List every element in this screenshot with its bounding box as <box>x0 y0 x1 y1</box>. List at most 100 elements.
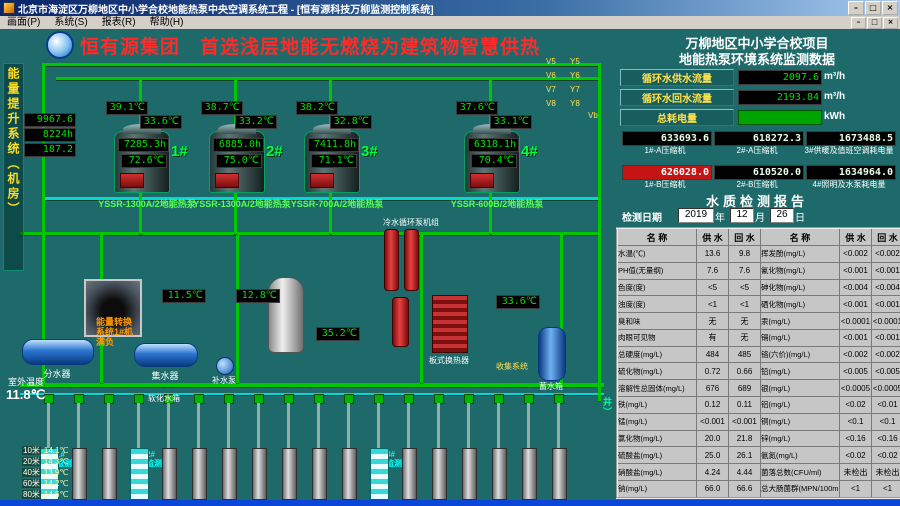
pump-body[interactable]: 6318.1h 70.4℃ <box>464 124 520 193</box>
menu-system[interactable]: 系统(S) <box>54 17 88 28</box>
table-cell: <0.004 <box>839 278 872 297</box>
pump-runtime-display: 6885.0h <box>213 138 264 152</box>
pipe <box>329 189 332 234</box>
well-casing <box>282 448 297 500</box>
well-casing <box>402 448 417 500</box>
left-meter-display: 187.2 <box>24 143 76 157</box>
pipe <box>20 383 604 387</box>
test-date-year[interactable]: 2019 <box>678 208 714 223</box>
table-cell: <0.01 <box>871 396 900 414</box>
table-cell: 总大肠菌群(MPN/100ml) <box>760 479 840 499</box>
table-cell: 钠(mg/L) <box>616 479 697 499</box>
pipe-tag: Y8 <box>570 99 580 108</box>
table-cell: 硫化物(mg/L) <box>616 362 697 381</box>
mdi-restore-button[interactable]: □ <box>867 16 882 29</box>
pump-body[interactable]: 6885.0h 75.0℃ <box>209 124 265 193</box>
test-date-month[interactable]: 12 <box>730 208 754 223</box>
table-cell: 0.11 <box>728 396 761 414</box>
table-cell: 0.66 <box>728 362 761 381</box>
well-label: 2#监测井 <box>146 450 170 468</box>
left-meter-display: 9967.6 <box>24 113 76 127</box>
minimize-button[interactable]: – <box>848 1 864 15</box>
pipe <box>42 63 600 66</box>
well <box>490 394 510 500</box>
pipe <box>420 235 423 383</box>
counter-label: 1#-B压缩机 <box>644 180 686 189</box>
well-casing <box>252 448 267 500</box>
counter-label: 2#-A压缩机 <box>736 146 778 155</box>
table-header-cell: 供 水 <box>839 227 872 246</box>
scada-screen: 恒有源集团 首选浅层地能无燃烧为建筑物智慧供热 能量提升系统（机房） 能量采集系… <box>0 29 900 500</box>
table-cell: 总硬度(mg/L) <box>616 345 697 364</box>
temp-display: 11.5℃ <box>162 289 206 303</box>
pump-body[interactable]: 7411.8h 71.1℃ <box>304 124 360 193</box>
pump-dome <box>473 124 511 134</box>
test-date-day[interactable]: 26 <box>770 208 794 223</box>
well-pipe <box>257 403 260 448</box>
pipe-tag: V8 <box>546 99 556 108</box>
pipe <box>489 189 492 234</box>
pipe <box>560 235 563 383</box>
pump-brand-badge <box>215 173 239 188</box>
pump-dome <box>218 124 256 134</box>
menu-screen[interactable]: 画面(P) <box>7 17 41 28</box>
pump-body[interactable]: 7285.3h 72.6℃ <box>114 124 170 193</box>
table-cell: 铅(mg/L) <box>760 362 840 381</box>
table-header-cell: 名 称 <box>616 227 697 246</box>
pump-brand-badge <box>120 173 144 188</box>
heat-pump-unit-1[interactable]: 39.1℃ 33.6℃ 7285.3h 72.6℃ 1# YSSR-1300A/… <box>98 101 196 213</box>
water-collector-label: 集水器 <box>151 371 179 381</box>
well-casing <box>222 448 237 500</box>
table-cell: 氯化物(mg/L) <box>616 429 697 448</box>
table-cell: 锰(mg/L) <box>616 412 697 431</box>
close-button[interactable]: × <box>882 1 898 15</box>
table-cell: 铁(mg/L) <box>616 396 697 414</box>
heat-pump-unit-4[interactable]: 37.6℃ 33.1℃ 6318.1h 70.4℃ 4# YSSR-600B/2… <box>451 101 543 213</box>
mdi-close-button[interactable]: × <box>883 16 898 29</box>
well-casing <box>342 448 357 500</box>
pump-number: 4# <box>521 143 538 160</box>
well <box>460 394 480 500</box>
table-cell: 汞(mg/L) <box>760 312 840 330</box>
pump-dome <box>313 124 351 134</box>
supply-flow-label: 循环水供水流量 <box>620 69 734 86</box>
well-casing <box>552 448 567 500</box>
table-cell: <0.16 <box>871 429 900 448</box>
heat-pump-unit-2[interactable]: 38.7℃ 33.2℃ 6885.0h 75.0℃ 2# YSSR-1300A/… <box>193 101 291 213</box>
well-pipe <box>377 403 380 448</box>
circulation-pump <box>392 297 409 347</box>
table-cell: 485 <box>728 345 761 364</box>
pipe <box>598 63 601 401</box>
collection-system-label: 收集系统 <box>496 362 528 371</box>
menu-report[interactable]: 报表(R) <box>101 17 136 28</box>
table-cell: 镉(mg/L) <box>760 328 840 347</box>
well-pipe <box>527 403 530 448</box>
counter-value: 1634964.0 <box>806 165 896 180</box>
table-cell: <0.001 <box>696 412 729 431</box>
well-casing <box>462 448 477 500</box>
table-cell: <0.001 <box>839 261 872 280</box>
table-cell: <1 <box>696 295 729 314</box>
machine-room-photo <box>84 279 142 337</box>
well-pipe <box>197 403 200 448</box>
counter-label: 3#供暖及值班空调耗电量 <box>804 146 894 155</box>
outdoor-temp-label: 室外温度 <box>7 377 44 387</box>
counter-value-alarm: 626028.0 <box>622 165 712 180</box>
table-cell: 硫酸盐(mg/L) <box>616 446 697 465</box>
pump-runtime-display: 7285.3h <box>118 138 169 152</box>
table-header-cell: 名 称 <box>760 227 840 246</box>
mdi-minimize-button[interactable]: – <box>851 16 866 29</box>
table-cell: 689 <box>728 379 761 398</box>
well-label: 1#监测井 <box>56 450 80 468</box>
menu-help[interactable]: 帮助(H) <box>149 17 184 28</box>
pump-outlet-temp-display: 32.8℃ <box>330 115 372 129</box>
maximize-button[interactable]: □ <box>865 1 881 15</box>
heat-pump-unit-3[interactable]: 38.2℃ 32.8℃ 7411.8h 71.1℃ 3# YSSR-700A/2… <box>291 101 383 213</box>
well-label: 3#监测井 <box>386 450 410 468</box>
table-cell: <5 <box>728 278 761 297</box>
table-cell: 铬(六价)(mg/L) <box>760 345 840 364</box>
